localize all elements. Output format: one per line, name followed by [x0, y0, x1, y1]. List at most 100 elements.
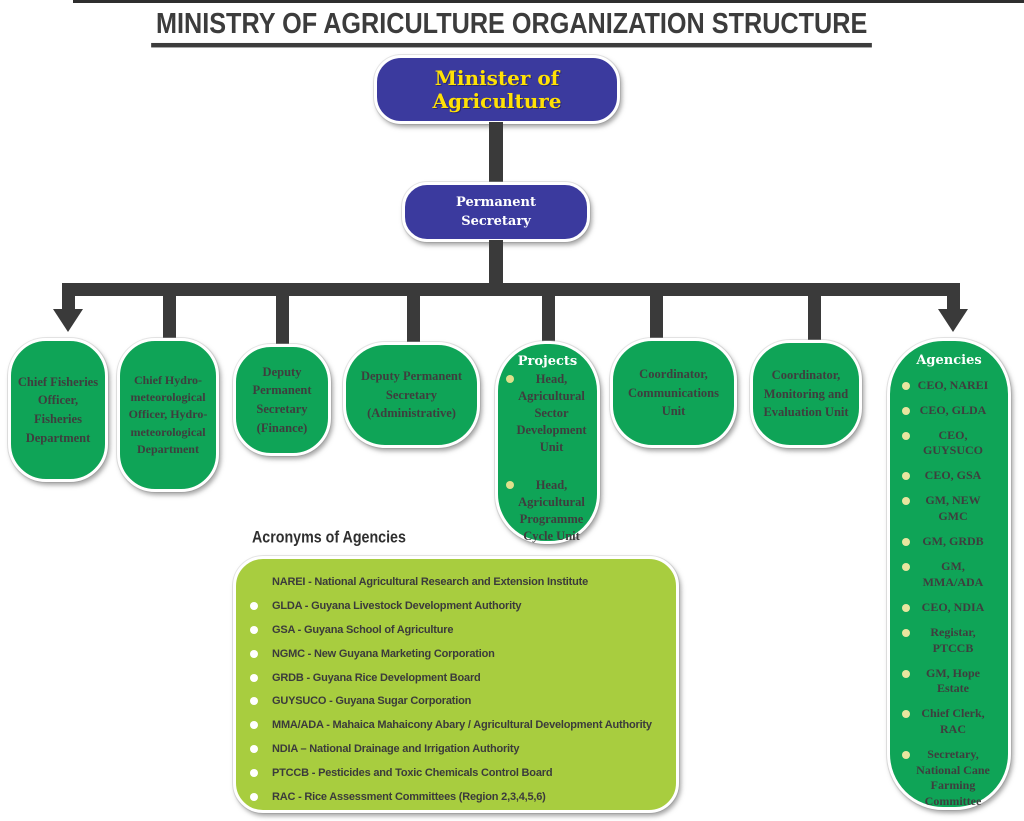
bullet-icon [250, 792, 258, 801]
agencies-item-label: CEO, GUYSUCO [922, 427, 983, 458]
agencies-list-item: CEO, GUYSUCO [898, 428, 1000, 459]
acronym-list-item: NAREI - National Agricultural Research a… [250, 570, 668, 594]
bullet-icon [902, 751, 910, 760]
bullet-icon [902, 431, 910, 440]
agencies-list-item: Secretary, National Cane Farming Committ… [898, 747, 1000, 809]
agencies-list-item: GM, GRDB [898, 534, 1000, 550]
acronym-item-label: NGMC - New Guyana Marketing Corporation [272, 647, 495, 660]
acronym-list-item: NDIA – National Drainage and Irrigation … [250, 737, 668, 761]
acronym-list-item: PTCCB - Pesticides and Toxic Chemicals C… [250, 761, 668, 785]
acronym-item-label: GSA - Guyana School of Agriculture [272, 623, 454, 636]
projects-item-label: Head, Agricultural Programme Cycle Unit [518, 478, 585, 543]
agencies-list-item: GM, Hope Estate [898, 666, 1000, 697]
projects-list-item: Head, Agricultural Sector Development Un… [502, 371, 593, 455]
org-box-agencies: Agencies CEO, NAREI CEO, GLDA CEO, GUYSU… [887, 338, 1011, 810]
minister-label: Minister of Agriculture [432, 65, 562, 113]
bullet-icon [506, 481, 514, 490]
agencies-item-label: CEO, GLDA [919, 402, 987, 417]
org-box-label: Chief Fisheries Officer, Fisheries Depar… [17, 374, 99, 445]
bullet-icon [250, 721, 258, 730]
org-box-label: Coordinator, Monitoring and Evaluation U… [763, 367, 849, 420]
acronym-list-item: GUYSUCO - Guyana Sugar Corporation [250, 689, 668, 713]
bullet-icon [250, 769, 258, 778]
connector-stub-communications [650, 283, 663, 341]
acronym-item-label: MMA/ADA - Mahaica Mahaicony Abary / Agri… [272, 719, 652, 732]
agencies-list-item: CEO, GSA [898, 468, 1000, 484]
acronym-list-item: GLDA - Guyana Livestock Development Auth… [250, 594, 668, 618]
bullet-icon [902, 603, 910, 612]
agencies-item-label: GM, NEW GMC [925, 493, 981, 524]
minister-box: Minister of Agriculture [374, 55, 620, 124]
agencies-list-item: CEO, NAREI [898, 378, 1000, 394]
connector-ps-to-bar [489, 240, 503, 286]
org-box-label: Chief Hydro-meteorological Officer, Hydr… [128, 372, 208, 457]
org-box-hydromet: Chief Hydro-meteorological Officer, Hydr… [117, 338, 219, 492]
down-arrow-icon [938, 309, 968, 332]
page-title: MINISTRY OF AGRICULTURE ORGANIZATION STR… [151, 6, 873, 48]
agencies-list-item: CEO, GLDA [898, 403, 1000, 419]
permanent-secretary-box: Permanent Secretary [402, 182, 590, 242]
bullet-icon [902, 710, 910, 719]
top-edge-artifact [73, 0, 1024, 3]
connector-horizontal-bar [62, 283, 960, 296]
org-box-monitoring: Coordinator, Monitoring and Evaluation U… [750, 340, 862, 448]
acronym-list-item: MMA/ADA - Mahaica Mahaicony Abary / Agri… [250, 713, 668, 737]
bullet-icon [250, 673, 258, 682]
agencies-list-item: GM, NEW GMC [898, 493, 1000, 524]
agencies-list-item: Registar, PTCCB [898, 625, 1000, 656]
org-box-communications: Coordinator, Communications Unit [610, 338, 737, 448]
org-box-projects: Projects Head, Agricultural Sector Devel… [495, 341, 600, 544]
connector-stub-fisheries [62, 283, 75, 311]
projects-heading: Projects [517, 354, 578, 369]
agencies-item-label: Secretary, National Cane Farming Committ… [916, 747, 990, 808]
bullet-icon [902, 669, 910, 678]
projects-list-item: Head, Agricultural Programme Cycle Unit [502, 477, 593, 545]
bullet-icon [902, 629, 910, 638]
org-box-label: Coordinator, Communications Unit [628, 366, 719, 419]
agencies-list-item: GM, MMA/ADA [898, 559, 1000, 590]
bullet-icon [250, 697, 258, 706]
projects-list: Head, Agricultural Sector Development Un… [502, 369, 593, 545]
agencies-item-label: CEO, NDIA [921, 599, 985, 614]
agencies-item-label: Registar, PTCCB [930, 625, 976, 655]
agencies-list-item: CEO, NDIA [898, 600, 1000, 616]
agencies-item-label: Chief Clerk, RAC [921, 706, 985, 736]
connector-stub-dps-admin [407, 283, 420, 345]
acronym-list-item: RAC - Rice Assessment Committees (Region… [250, 785, 668, 809]
connector-minister-to-ps [489, 122, 503, 184]
agencies-item-label: CEO, GSA [924, 468, 982, 483]
acronym-list-item: NGMC - New Guyana Marketing Corporation [250, 642, 668, 666]
acronym-list-item: GSA - Guyana School of Agriculture [250, 618, 668, 642]
bullet-icon [902, 563, 910, 572]
acronym-item-label: NAREI - National Agricultural Research a… [272, 575, 589, 588]
acronym-item-label: GUYSUCO - Guyana Sugar Corporation [272, 695, 472, 708]
bullet-icon [902, 406, 910, 415]
projects-item-label: Head, Agricultural Sector Development Un… [516, 372, 587, 454]
org-box-dps-admin: Deputy Permanent Secretary (Administrati… [343, 342, 480, 448]
agencies-heading: Agencies [916, 353, 982, 368]
agencies-item-label: GM, MMA/ADA [922, 559, 984, 589]
org-box-label: Deputy Permanent Secretary (Finance) [252, 364, 312, 435]
agencies-list: CEO, NAREI CEO, GLDA CEO, GUYSUCO CEO, G… [898, 368, 1000, 809]
agencies-item-label: GM, Hope Estate [926, 665, 980, 696]
page-title-wrap: MINISTRY OF AGRICULTURE ORGANIZATION STR… [0, 6, 1024, 48]
connector-stub-dps-finance [276, 283, 289, 347]
bullet-icon [902, 497, 910, 506]
permanent-secretary-label: Permanent Secretary [456, 194, 536, 230]
bullet-icon [250, 745, 258, 754]
agencies-list-item: Chief Clerk, RAC [898, 706, 1000, 737]
acronym-item-label: PTCCB - Pesticides and Toxic Chemicals C… [272, 767, 553, 780]
connector-stub-monitoring [808, 283, 821, 341]
agencies-item-label: GM, GRDB [922, 534, 984, 549]
connector-stub-agencies [947, 283, 960, 311]
bullet-icon [506, 375, 514, 383]
org-box-dps-finance: Deputy Permanent Secretary (Finance) [233, 344, 331, 456]
acronym-list-item: GRDB - Guyana Rice Development Board [250, 666, 668, 690]
connector-stub-projects [542, 283, 555, 344]
acronyms-heading: Acronyms of Agencies [252, 528, 406, 547]
acronym-item-label: GRDB - Guyana Rice Development Board [272, 671, 481, 684]
bullet-icon [902, 381, 910, 390]
acronym-item-label: GLDA - Guyana Livestock Development Auth… [272, 599, 522, 612]
acronym-item-label: NDIA – National Drainage and Irrigation … [272, 743, 520, 756]
